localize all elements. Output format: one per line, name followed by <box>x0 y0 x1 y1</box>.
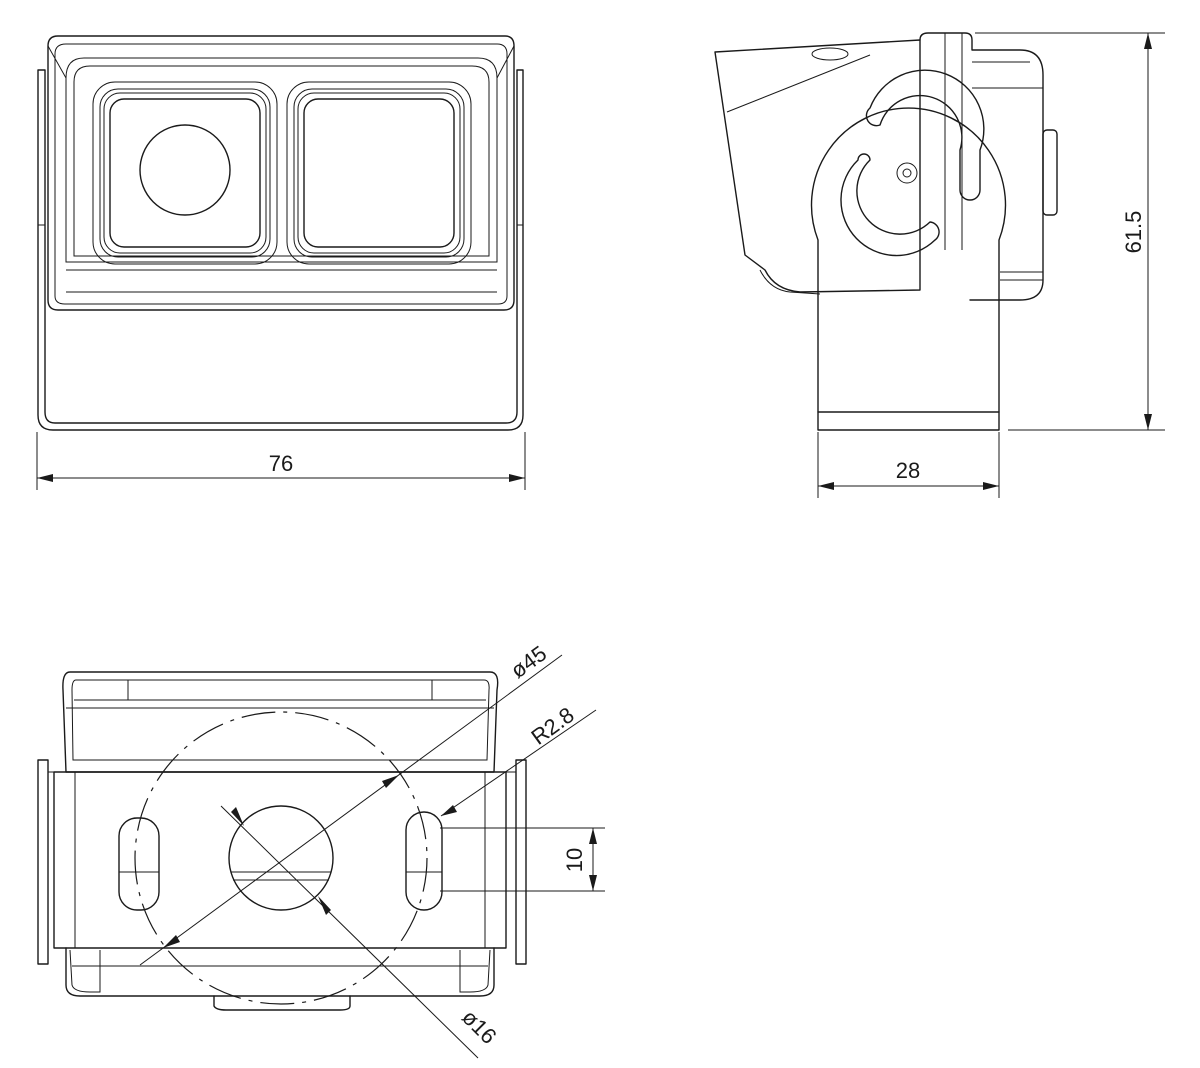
dim-615-label: 61.5 <box>1121 211 1146 254</box>
bottom-tab-left <box>37 759 49 965</box>
dim-dia45-arrow-high <box>382 775 399 788</box>
dim-dia45-label: ø45 <box>506 641 551 684</box>
side-pivot-outer <box>896 162 918 184</box>
front-housing-bevel <box>54 43 508 305</box>
side-connector <box>1042 129 1058 216</box>
dim-615-arrow-bottom <box>1144 414 1152 430</box>
dim-10-label: 10 <box>562 848 587 872</box>
front-left-window-inner <box>109 98 261 248</box>
front-view: 76 <box>36 35 526 490</box>
dim-28-arrow-left <box>818 482 834 490</box>
dim-r28-arrow <box>441 805 457 816</box>
bottom-housing-lower <box>65 947 495 997</box>
dim-r28-leader <box>440 709 597 817</box>
dim-dia16-arrow-top <box>231 807 244 826</box>
front-housing-inner-2 <box>73 65 490 257</box>
dim-dia16-arrow-bottom <box>318 896 331 915</box>
bottom-rotation-circle <box>134 711 428 1005</box>
bottom-tab-right <box>515 759 527 965</box>
dim-615-arrow-top <box>1144 33 1152 49</box>
dim-28-arrow-right <box>983 482 999 490</box>
bottom-slot-left <box>118 817 160 911</box>
bottom-foot-right <box>459 949 491 993</box>
side-visor-diagonal <box>726 54 871 113</box>
side-slot-lower <box>840 153 940 257</box>
dim-dia45-arrow-low <box>163 935 180 948</box>
front-bracket <box>37 69 524 431</box>
front-housing-outer <box>47 35 515 311</box>
front-right-window-mid <box>293 88 465 258</box>
dim-dia16-label: ø16 <box>457 1004 501 1048</box>
front-housing-inner <box>65 57 498 263</box>
dim-r28-label: R2.8 <box>526 702 578 750</box>
dim-dia16-leader <box>220 805 479 1059</box>
bottom-bracket-plate <box>53 771 507 949</box>
front-corner-line-left <box>47 45 67 79</box>
dim-dia45-leader <box>139 654 563 966</box>
side-visor <box>714 39 921 293</box>
bottom-view: ø45 R2.8 10 ø16 <box>37 641 605 1059</box>
front-left-window-mid <box>99 88 271 258</box>
bottom-foot-left <box>69 949 101 993</box>
dim-28-label: 28 <box>896 458 920 483</box>
bottom-boss-circle <box>228 805 334 911</box>
side-body <box>919 32 1044 301</box>
dim-10-arrow-bottom <box>589 875 597 891</box>
front-right-window-outer <box>286 81 472 265</box>
dim-76-arrow-left <box>37 474 53 482</box>
side-visor-slot <box>811 47 849 61</box>
dim-10-arrow-top <box>589 828 597 844</box>
bottom-housing-top-inner <box>71 679 490 761</box>
front-right-window-mid2 <box>297 92 461 254</box>
side-bracket <box>810 107 1007 431</box>
bottom-slot-right <box>405 811 443 911</box>
side-slot-upper <box>865 69 985 201</box>
front-right-window-inner <box>303 98 455 248</box>
bottom-connector <box>213 995 351 1011</box>
side-view: 61.5 28 <box>714 32 1165 498</box>
camera-lens-icon <box>139 124 231 216</box>
front-corner-line-right <box>496 45 515 79</box>
front-left-window-mid2 <box>103 92 267 254</box>
dim-76-label: 76 <box>269 451 293 476</box>
front-left-window-outer <box>92 81 278 265</box>
side-pivot-inner <box>902 168 912 178</box>
side-bottom-trim <box>759 269 821 295</box>
dim-76-arrow-right <box>509 474 525 482</box>
